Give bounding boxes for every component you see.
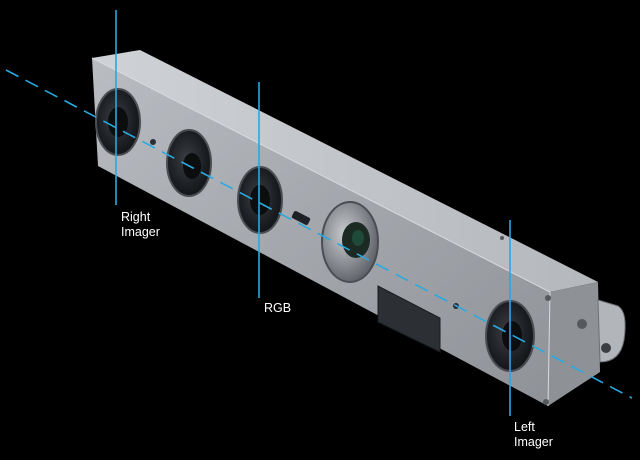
right-imager-lens [95,88,141,156]
usb-port [377,285,441,353]
right-imager-label: Right Imager [121,210,160,239]
ir-emitter-lens [321,201,379,283]
screw [543,399,549,405]
left-imager-label: Left Imager [514,420,553,449]
bracket-hole-small [577,319,587,329]
screw [500,236,504,240]
bracket-hole [601,343,611,353]
housing-edge [91,57,551,407]
indicator-dot [150,139,156,145]
screw [545,295,551,301]
housing-top-face [92,50,598,292]
rgb-label: RGB [264,301,292,315]
sensor-slot [291,211,311,225]
mounting-bracket [597,299,626,363]
ir-projector-lens [166,129,212,197]
housing-end-face [548,282,600,406]
optical-axis-line [5,69,633,399]
rgb-lens [237,166,283,234]
guide-lines [5,10,633,416]
